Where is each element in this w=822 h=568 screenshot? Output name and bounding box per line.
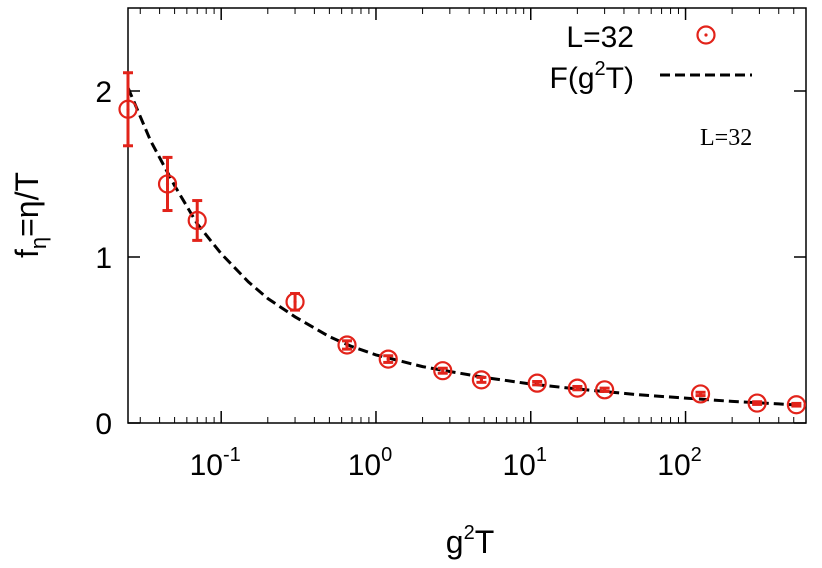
x-tick-label: 100 bbox=[348, 444, 393, 482]
point-marker bbox=[285, 292, 305, 312]
data-point bbox=[378, 349, 398, 369]
point-circle bbox=[786, 395, 806, 415]
fit-curve-line bbox=[126, 87, 807, 408]
point-circle bbox=[471, 370, 492, 390]
legend-marker-points bbox=[696, 25, 716, 45]
point-center bbox=[755, 401, 759, 405]
point-center bbox=[165, 182, 170, 186]
point-circle bbox=[118, 99, 138, 119]
point-center bbox=[293, 300, 297, 304]
point-marker bbox=[595, 380, 615, 400]
point-center bbox=[698, 392, 703, 396]
y-tick-label: 2 bbox=[95, 76, 112, 109]
y-axis-title: fη=η/T bbox=[9, 172, 51, 258]
point-marker bbox=[433, 361, 453, 381]
point-center bbox=[126, 107, 130, 111]
point-center bbox=[386, 357, 390, 361]
point-circle bbox=[567, 378, 587, 398]
point-circle bbox=[285, 292, 305, 312]
point-marker bbox=[471, 370, 492, 390]
data-points-layer bbox=[118, 71, 806, 415]
point-center bbox=[575, 386, 579, 390]
y-tick-label: 0 bbox=[95, 408, 112, 441]
data-point bbox=[690, 384, 711, 404]
point-circle bbox=[690, 384, 711, 404]
point-marker bbox=[747, 393, 767, 413]
point-center bbox=[345, 343, 349, 347]
point-marker bbox=[786, 395, 806, 415]
point-center bbox=[195, 218, 199, 223]
data-point bbox=[187, 199, 207, 242]
data-point bbox=[527, 373, 547, 393]
legend-label-points: L=32 bbox=[566, 21, 634, 54]
point-circle bbox=[433, 361, 453, 381]
ticks-layer: 0 1 2 10-1 100 101 102 bbox=[95, 8, 807, 482]
point-center bbox=[479, 378, 484, 382]
point-marker bbox=[337, 335, 357, 355]
legend-label-curve: F(g2T) bbox=[550, 58, 634, 95]
point-circle bbox=[696, 25, 716, 45]
plot-frame bbox=[127, 7, 807, 424]
data-point bbox=[157, 155, 178, 213]
point-circle bbox=[187, 210, 207, 231]
legend-marker-circle bbox=[696, 25, 716, 45]
data-point bbox=[747, 393, 767, 413]
point-circle bbox=[527, 373, 547, 393]
point-marker bbox=[527, 373, 547, 393]
point-circle bbox=[378, 349, 398, 369]
point-marker bbox=[567, 378, 587, 398]
point-circle bbox=[747, 393, 767, 413]
x-tick-label: 101 bbox=[503, 444, 548, 482]
point-center bbox=[794, 403, 798, 407]
data-point bbox=[433, 361, 453, 381]
x-tick-label: 10-1 bbox=[190, 444, 241, 482]
data-point bbox=[786, 395, 806, 415]
data-point bbox=[285, 292, 305, 312]
data-point bbox=[567, 378, 587, 398]
plot-annotation: L=32 bbox=[700, 125, 752, 151]
point-center bbox=[535, 381, 539, 385]
point-marker bbox=[690, 384, 711, 404]
point-marker bbox=[118, 99, 138, 119]
point-center bbox=[704, 33, 708, 37]
data-point bbox=[118, 71, 138, 148]
point-circle bbox=[595, 380, 615, 400]
data-point bbox=[337, 335, 357, 355]
point-circle bbox=[157, 174, 178, 194]
point-center bbox=[603, 388, 607, 392]
legend: L=32 F(g2T) bbox=[550, 21, 752, 95]
point-marker bbox=[378, 349, 398, 369]
point-marker bbox=[187, 210, 207, 231]
point-center bbox=[441, 369, 445, 373]
y-tick-label: 1 bbox=[95, 242, 112, 275]
x-axis-title: g2T bbox=[446, 522, 494, 560]
point-circle bbox=[337, 335, 357, 355]
point-marker bbox=[157, 174, 178, 194]
data-point bbox=[595, 380, 615, 400]
data-point bbox=[471, 370, 492, 390]
x-tick-label: 102 bbox=[657, 444, 702, 482]
